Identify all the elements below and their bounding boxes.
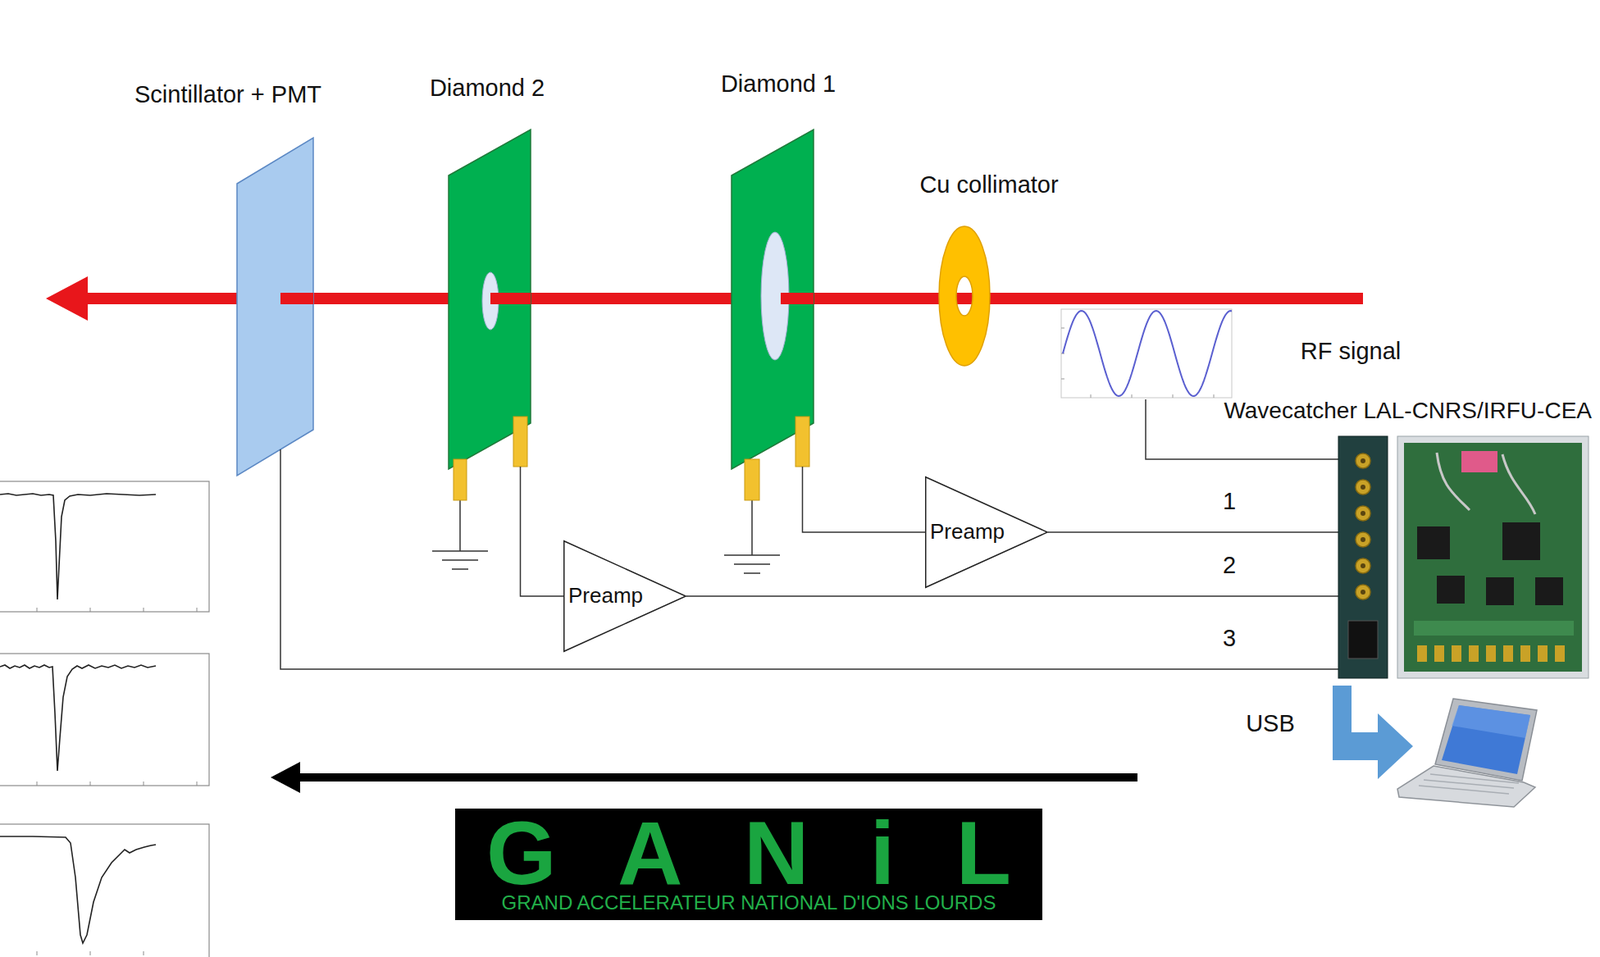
plot-ticks	[1061, 328, 1214, 398]
usb-arrow	[1332, 685, 1414, 780]
signal-wire	[802, 500, 926, 533]
wave-shape	[1338, 436, 1589, 679]
trace	[0, 836, 156, 944]
logo-subtitle: GRAND ACCELERATEUR NATIONAL D'IONS LOURD…	[501, 891, 997, 915]
diamond-node: Diamond 2	[448, 129, 531, 501]
signal-wire	[686, 595, 1339, 598]
channel-number-holder: 2	[1222, 551, 1236, 579]
plot-frame	[1061, 309, 1232, 398]
heading-holder: Wavecatcher LAL-CNRS/IRFU-CEA	[1223, 397, 1592, 424]
heading-holder: Cu collimator	[919, 171, 1058, 199]
logo-text-box: GANiLGRAND ACCELERATEUR NATIONAL D'IONS …	[455, 808, 1043, 921]
plot-ticks	[36, 781, 197, 786]
diamond-shape	[448, 129, 531, 501]
preamp-node: Preamp	[563, 540, 687, 652]
arrow-head	[270, 761, 301, 794]
channel-number: 1	[1222, 487, 1236, 516]
ground-symbol	[724, 500, 780, 574]
preamp-label: Preamp	[568, 583, 643, 609]
logo-node: GANiLGRAND ACCELERATEUR NATIONAL D'IONS …	[455, 808, 1043, 921]
signal-label-holder: RF signal	[1300, 337, 1402, 365]
ground-lines	[724, 500, 780, 574]
signal-label: RF signal	[1300, 337, 1402, 365]
scint-shape	[237, 137, 314, 476]
laptop-base	[1397, 765, 1536, 807]
preamp-node: Preamp	[925, 476, 1049, 589]
ground-symbol	[432, 500, 488, 570]
diamond-shape	[731, 129, 814, 501]
trace	[0, 665, 156, 771]
ground-lines	[432, 500, 488, 570]
signal-label: USB	[1245, 710, 1295, 738]
plot-ticks	[36, 607, 197, 612]
part-heading: Wavecatcher LAL-CNRS/IRFU-CEA	[1223, 397, 1592, 424]
scint-node: Scintillator + PMT	[237, 137, 314, 476]
signal-wire	[280, 475, 1339, 670]
plot-frame	[0, 824, 210, 957]
plot-frame	[0, 481, 210, 612]
signal-label-holder: USB	[1245, 710, 1295, 738]
waveform-plot	[0, 481, 210, 612]
waveform-plot	[0, 824, 210, 957]
channel-number: 2	[1222, 551, 1236, 579]
part-heading: Diamond 1	[720, 70, 836, 98]
rf-signal-plot	[1061, 309, 1232, 398]
heading-holder: Scintillator + PMT	[134, 81, 322, 109]
laptop-icon	[1397, 698, 1537, 807]
channel-number-holder: 1	[1222, 487, 1236, 516]
sine-wave	[1062, 310, 1232, 397]
plot-frame	[0, 653, 210, 786]
logo-wordmark: GANiL	[425, 814, 1073, 892]
part-heading: Scintillator + PMT	[134, 81, 322, 109]
part-heading: Diamond 2	[429, 74, 545, 102]
waveform-plot	[0, 653, 210, 786]
heading-holder: Diamond 2	[429, 74, 545, 102]
preamp-label: Preamp	[929, 519, 1005, 545]
timing-arrow	[270, 761, 1138, 794]
signal-wire	[520, 500, 565, 597]
ring-shape	[939, 226, 990, 366]
plot-ticks	[36, 951, 144, 956]
heading-holder: Diamond 1	[720, 70, 836, 98]
wave-node: Wavecatcher LAL-CNRS/IRFU-CEA	[1338, 436, 1589, 679]
trace	[0, 493, 156, 600]
arrow-shaft	[296, 773, 1138, 782]
laptop-screen	[1441, 705, 1531, 775]
diamond-node: Diamond 1	[731, 129, 814, 501]
signal-wire	[1048, 531, 1339, 534]
part-heading: Cu collimator	[919, 171, 1058, 199]
ring-node: Cu collimator	[939, 226, 990, 366]
keyboard	[1418, 774, 1519, 794]
channel-number: 3	[1222, 624, 1236, 652]
channel-number-holder: 3	[1222, 624, 1236, 652]
screen-glare	[1451, 705, 1531, 739]
beam-arrowhead	[45, 276, 88, 321]
